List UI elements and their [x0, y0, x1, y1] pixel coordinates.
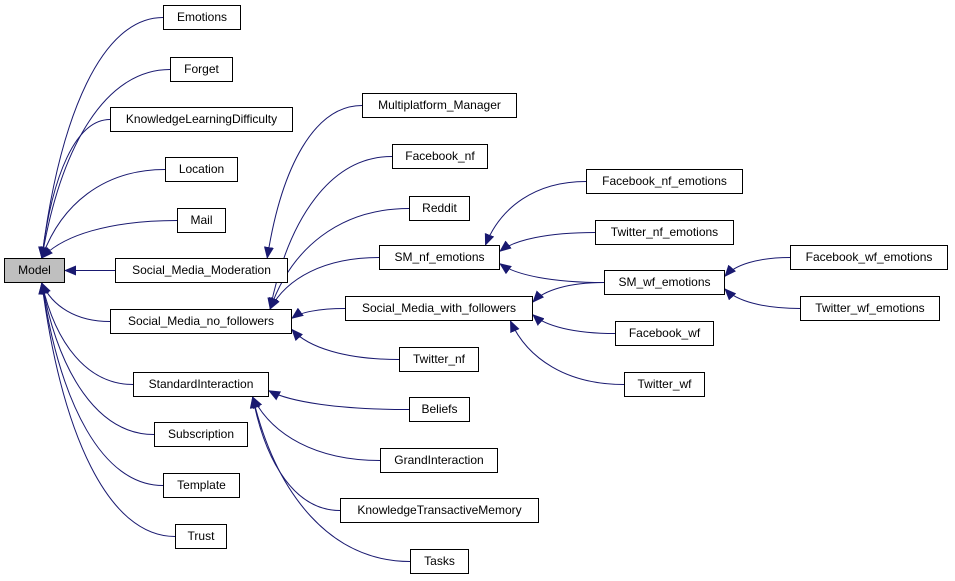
- node-trust[interactable]: Trust: [175, 524, 227, 549]
- node-social-media-with-followers[interactable]: Social_Media_with_followers: [345, 296, 533, 321]
- edge-knowledge_transactive_memory-to-standard_interaction: [249, 396, 341, 511]
- edge-facebook_wf_emotions-to-sm_wf_emotions: [724, 257, 791, 278]
- edge-forget-to-model: [38, 69, 171, 259]
- node-template[interactable]: Template: [163, 473, 240, 498]
- node-facebook-nf[interactable]: Facebook_nf: [392, 144, 488, 169]
- edge-emotions-to-model: [38, 17, 164, 259]
- edge-trust-to-model: [38, 282, 176, 537]
- edge-twitter_wf_emotions-to-sm_wf_emotions: [724, 288, 801, 309]
- node-subscription[interactable]: Subscription: [154, 422, 248, 447]
- node-tasks[interactable]: Tasks: [410, 549, 469, 574]
- edge-knowledge_learning_difficulty-to-model: [38, 119, 111, 259]
- edge-facebook_wf-to-social_media_with_followers: [532, 314, 616, 334]
- node-reddit[interactable]: Reddit: [409, 196, 470, 221]
- edge-grand_interaction-to-standard_interaction: [252, 396, 381, 461]
- node-grand-interaction[interactable]: GrandInteraction: [380, 448, 498, 473]
- node-facebook-nf-emotions[interactable]: Facebook_nf_emotions: [586, 169, 743, 194]
- edge-sm_nf_emotions-to-social_media_no_followers: [269, 257, 380, 310]
- node-mail[interactable]: Mail: [177, 208, 226, 233]
- node-social-media-moderation[interactable]: Social_Media_Moderation: [115, 258, 288, 283]
- edge-subscription-to-model: [38, 282, 155, 435]
- edge-sm_wf_emotions-to-social_media_with_followers: [532, 282, 605, 303]
- node-multiplatform-manager[interactable]: Multiplatform_Manager: [362, 93, 517, 118]
- edge-template-to-model: [38, 282, 164, 486]
- node-twitter-wf[interactable]: Twitter_wf: [624, 372, 705, 397]
- node-sm-wf-emotions[interactable]: SM_wf_emotions: [604, 270, 725, 295]
- edge-twitter_nf_emotions-to-sm_nf_emotions: [499, 232, 596, 252]
- node-twitter-wf-emotions[interactable]: Twitter_wf_emotions: [800, 296, 940, 321]
- node-knowledge-learning-difficulty[interactable]: KnowledgeLearningDifficulty: [110, 107, 293, 132]
- edge-social_media_with_followers-to-social_media_no_followers: [291, 307, 346, 319]
- node-standard-interaction[interactable]: StandardInteraction: [133, 372, 269, 397]
- node-forget[interactable]: Forget: [170, 57, 233, 82]
- edge-mail-to-model: [41, 220, 178, 259]
- edge-tasks-to-standard_interaction: [250, 396, 411, 562]
- edge-beliefs-to-standard_interaction: [268, 390, 410, 410]
- node-model[interactable]: Model: [4, 258, 65, 283]
- node-sm-nf-emotions[interactable]: SM_nf_emotions: [379, 245, 500, 270]
- edge-sm_wf_emotions-to-sm_nf_emotions: [499, 263, 605, 283]
- edge-multiplatform_manager-to-social_media_moderation: [263, 105, 363, 259]
- edge-twitter_wf-to-social_media_with_followers: [509, 320, 625, 385]
- edge-location-to-model: [40, 169, 166, 259]
- edge-reddit-to-social_media_no_followers: [269, 208, 410, 310]
- node-facebook-wf[interactable]: Facebook_wf: [615, 321, 714, 346]
- edge-facebook_nf_emotions-to-sm_nf_emotions: [484, 181, 587, 246]
- node-emotions[interactable]: Emotions: [163, 5, 241, 30]
- node-twitter-nf-emotions[interactable]: Twitter_nf_emotions: [595, 220, 734, 245]
- edge-twitter_nf-to-social_media_no_followers: [291, 328, 400, 360]
- node-social-media-no-followers[interactable]: Social_Media_no_followers: [110, 309, 292, 334]
- node-location[interactable]: Location: [165, 157, 238, 182]
- node-beliefs[interactable]: Beliefs: [409, 397, 470, 422]
- node-facebook-wf-emotions[interactable]: Facebook_wf_emotions: [790, 245, 948, 270]
- node-twitter-nf[interactable]: Twitter_nf: [399, 347, 479, 372]
- edge-standard_interaction-to-model: [39, 282, 134, 385]
- node-knowledge-transactive-memory[interactable]: KnowledgeTransactiveMemory: [340, 498, 539, 523]
